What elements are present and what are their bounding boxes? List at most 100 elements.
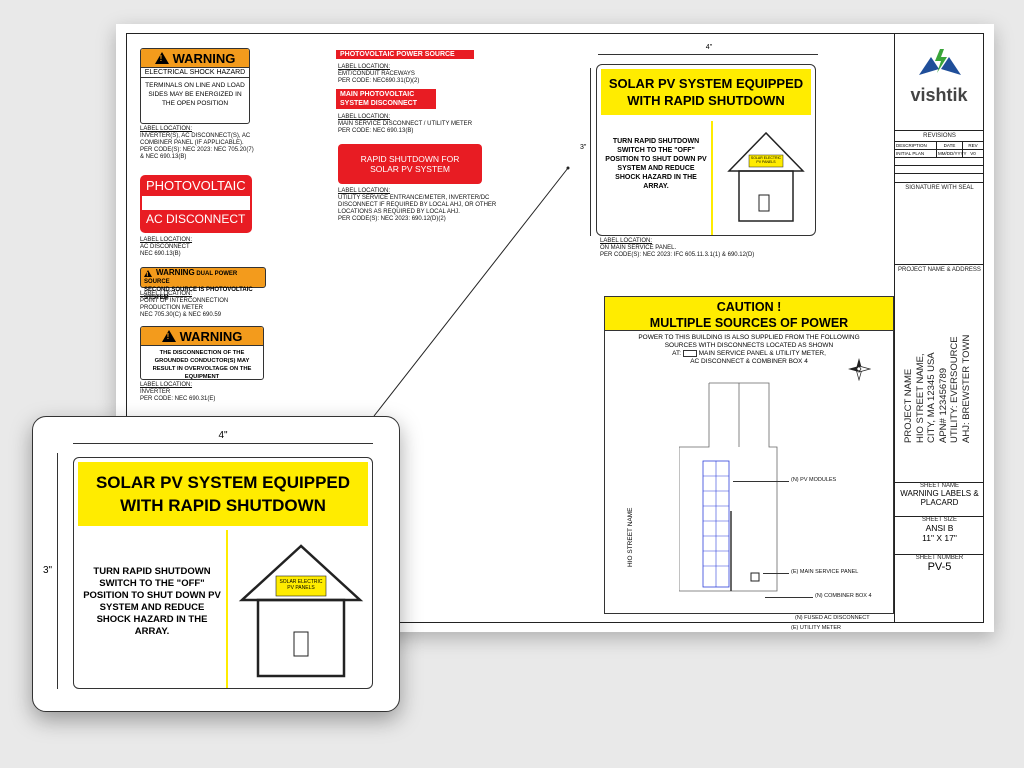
rsd-sign-body: TURN RAPID SHUTDOWN SWITCH TO THE "OFF" …	[83, 566, 221, 637]
leader-line	[763, 573, 789, 574]
sheet-size-title: SHEET SIZE	[922, 517, 957, 523]
caution-title2: MULTIPLE SOURCES OF POWER	[649, 316, 849, 330]
caution-at: AT:	[672, 350, 682, 358]
caution-body3: MAIN SERVICE PANEL & UTILITY METER,	[698, 350, 826, 358]
code-text: PER CODE: NEC 690.13(B)	[338, 128, 414, 134]
callout-fused-ac: (N) FUSED AC DISCONNECT	[795, 615, 870, 621]
dimension-line	[73, 443, 373, 444]
location-title: LABEL LOCATION:	[338, 114, 391, 120]
rev-empty-row	[895, 166, 984, 174]
dimension-text: 4"	[218, 430, 228, 441]
code-text: NEC 690.13(B)	[140, 251, 181, 257]
warning-triangle-icon	[154, 52, 169, 64]
pv-ac-disconnect-label: PHOTOVOLTAIC AC DISCONNECT	[140, 175, 252, 233]
rsd-sign-large: SOLAR PV SYSTEM EQUIPPED WITH RAPID SHUT…	[73, 457, 373, 689]
rev-number: V0	[970, 151, 976, 156]
label-location-note: LABEL LOCATION: INVERTER PER CODE: NEC 6…	[140, 382, 258, 403]
code-text: PER CODE(S): NEC 2023: 690.12(D)(2)	[338, 216, 446, 222]
vishtik-logo-icon	[919, 49, 961, 75]
warning-label-grounded-conductor: WARNING THE DISCONNECTION OF THE GROUNDE…	[140, 326, 264, 380]
zoomed-rsd-sign-callout: 4" 3" SOLAR PV SYSTEM EQUIPPED WITH RAPI…	[32, 416, 400, 712]
width-dimension: 4"	[596, 44, 822, 60]
location-title: LABEL LOCATION:	[338, 188, 391, 194]
rsd-line2: SOLAR PV SYSTEM	[370, 164, 450, 174]
code-text: PER CODE(S): NEC 2023: IFC 605.11.3.1(1)…	[600, 252, 755, 258]
caution-placard: CAUTION ! MULTIPLE SOURCES OF POWER POWE…	[604, 296, 894, 631]
logo-text: vishtik	[910, 85, 968, 105]
label-location-note: LABEL LOCATION: MAIN SERVICE DISCONNECT …	[338, 114, 488, 135]
location-text: AC DISCONNECT	[140, 244, 190, 250]
label-white-band	[142, 196, 250, 210]
warning-header: WARNING	[141, 327, 263, 346]
label-location-note: LABEL LOCATION: AC DISCONNECT NEC 690.13…	[140, 237, 258, 258]
callout-main-panel: (E) MAIN SERVICE PANEL	[791, 569, 859, 575]
pv-power-source-label: PHOTOVOLTAIC POWER SOURCE	[336, 50, 474, 59]
rev-empty-row	[895, 158, 984, 166]
warning-header-text: WARNING	[179, 328, 243, 344]
rev-desc: INITIAL PLAN	[895, 150, 937, 157]
warning-triangle-icon	[144, 269, 152, 280]
location-text: UTILITY SERVICE ENTRANCE/METER, INVERTER…	[338, 195, 497, 215]
location-text: EMT/CONDUIT RACEWAYS	[338, 71, 415, 77]
main-pv-line1: MAIN PHOTOVOLTAIC	[340, 91, 415, 98]
house-label: SOLAR ELECTRIC PV PANELS	[750, 156, 782, 164]
yellow-divider	[711, 121, 713, 235]
rapid-shutdown-for-label: RAPID SHUTDOWN FOR SOLAR PV SYSTEM	[338, 144, 482, 184]
location-text: INVERTER	[140, 389, 171, 395]
leader-line	[733, 481, 789, 482]
dual-power-header: WARNING	[156, 268, 195, 277]
dimension-line	[590, 68, 591, 236]
main-pv-line2: SYSTEM DISCONNECT	[340, 100, 418, 107]
signature-title: SIGNATURE WITH SEAL	[905, 185, 974, 191]
location-title: LABEL LOCATION:	[600, 238, 653, 244]
label-bottom-text: AC DISCONNECT	[146, 212, 246, 226]
sheet-name-title: SHEET NAME	[920, 483, 959, 489]
dimension-text: 3"	[580, 144, 587, 151]
project-area: PROJECT NAME & ADDRESS PROJECT NAME HIO …	[895, 265, 984, 483]
code-text: PER CODE(S): NEC 2023: NEC 705.20(7) & N…	[140, 147, 254, 160]
dimension-line	[57, 453, 58, 689]
warning-subheader: ELECTRICAL SHOCK HAZARD	[141, 68, 249, 78]
code-text: PER CODE: NEC 690.31(E)	[140, 396, 216, 402]
label-location-note: LABEL LOCATION: INVERTER(S), AC DISCONNE…	[140, 126, 258, 161]
signature-area: SIGNATURE WITH SEAL	[895, 183, 984, 265]
sheet-number-area: SHEET NUMBER PV-5	[895, 555, 984, 589]
warning-body: THE DISCONNECTION OF THE GROUNDED CONDUC…	[152, 350, 252, 380]
sheet-name-area: SHEET NAME WARNING LABELS & PLACARD	[895, 483, 984, 517]
caution-body1: POWER TO THIS BUILDING IS ALSO SUPPLIED …	[638, 334, 860, 349]
house-label: SOLAR ELECTRIC PV PANELS	[279, 579, 323, 591]
rev-header-row: DESCRIPTION DATE REV	[895, 142, 984, 150]
dimension-text: 3"	[43, 565, 53, 576]
caution-body-at: AT: MAIN SERVICE PANEL & UTILITY METER,	[605, 350, 893, 358]
caution-body4: AC DISCONNECT & COMBINER BOX 4	[690, 358, 808, 366]
location-title: LABEL LOCATION:	[140, 291, 193, 297]
label-location-note: LABEL LOCATION: EMT/CONDUIT RACEWAYS PER…	[338, 64, 478, 85]
rev-header-rev: REV	[968, 143, 978, 148]
warning-header: WARNING	[141, 49, 249, 68]
revisions-title: REVISIONS	[895, 131, 984, 142]
north-arrow-icon	[848, 358, 871, 381]
leader-line	[765, 597, 813, 598]
rsd-sign-title: SOLAR PV SYSTEM EQUIPPED WITH RAPID SHUT…	[601, 69, 811, 115]
sheet-number-title: SHEET NUMBER	[915, 555, 964, 561]
location-text: MAIN SERVICE DISCONNECT / UTILITY METER	[338, 121, 473, 127]
dimension-text: 4"	[705, 44, 713, 51]
caution-title1: CAUTION !	[716, 300, 782, 314]
site-plan-drawing	[679, 382, 778, 592]
rev-row: INITIAL PLAN MM/DD/YYYY V0	[895, 150, 984, 158]
label-location-note: LABEL LOCATION: POINT OF INTERCONNECTION…	[140, 291, 258, 319]
location-title: LABEL LOCATION:	[338, 64, 391, 70]
label-top-text: PHOTOVOLTAIC	[146, 178, 246, 193]
sheet-name: WARNING LABELS & PLACARD	[900, 489, 979, 507]
location-title: LABEL LOCATION:	[140, 126, 193, 132]
house-icon	[238, 544, 364, 678]
revisions-table: REVISIONS DESCRIPTION DATE REV INITIAL P…	[895, 131, 984, 183]
location-title: LABEL LOCATION:	[140, 237, 193, 243]
location-text: ON MAIN SERVICE PANEL.	[600, 245, 677, 251]
dual-power-line2: SECOND SOURCE IS PHOTOVOLTAIC SYSTEM	[144, 287, 253, 301]
dimension-line	[598, 54, 818, 55]
code-text: NEC 705.30(C) & NEC 690.59	[140, 312, 222, 318]
dual-power-line1: DUAL POWER SOURCE	[144, 271, 238, 285]
project-header: PROJECT NAME & ADDRESS	[898, 267, 981, 273]
